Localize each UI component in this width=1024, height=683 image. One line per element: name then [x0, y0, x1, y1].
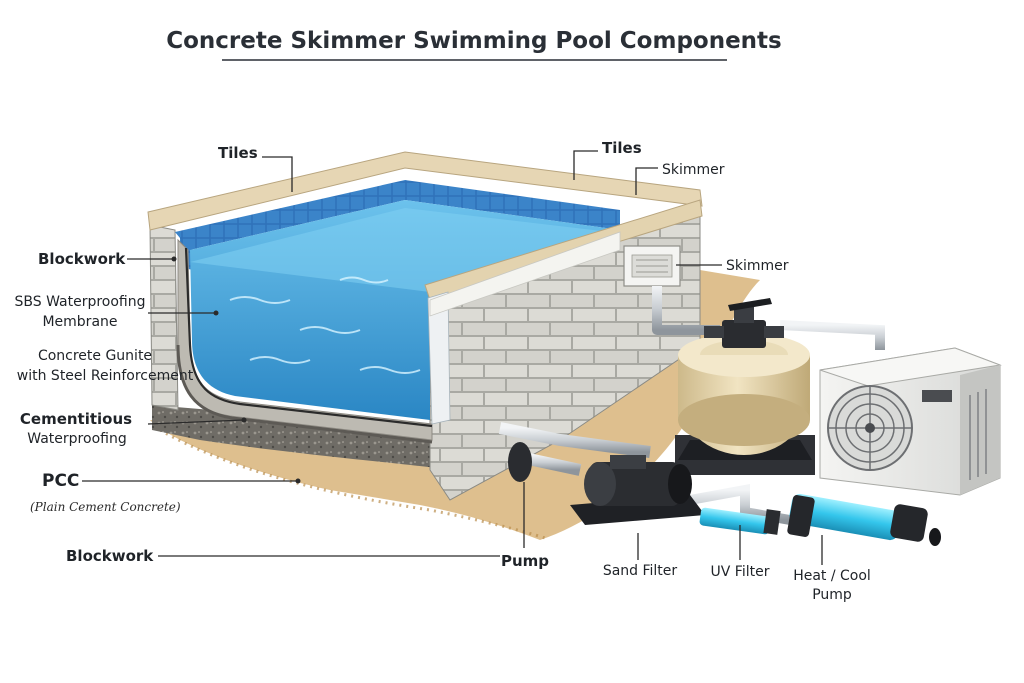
front-tile-strip [427, 291, 451, 425]
label-blockwork-upper: Blockwork [38, 250, 126, 268]
label-sand-filter: Sand Filter [603, 563, 678, 579]
label-skimmer-mid: Skimmer [726, 258, 789, 274]
heat-cool-pump-tube [787, 493, 941, 546]
label-gunite-line1: Concrete Gunite [38, 348, 152, 364]
pool-pump [508, 442, 705, 525]
label-cementitious-line2: Waterproofing [27, 431, 126, 447]
label-uv-filter: UV Filter [711, 564, 770, 580]
fan-grille-icon [827, 385, 913, 471]
front-inner-tiles [429, 231, 621, 317]
sand-filter [675, 333, 815, 475]
coping-back [147, 151, 703, 231]
skimmer-box [623, 245, 681, 287]
sbs-membrane [184, 247, 433, 428]
water-surface [190, 208, 610, 292]
label-pump: Pump [501, 552, 549, 570]
label-sbs-line2: Membrane [42, 314, 117, 330]
left-block-wall [149, 224, 179, 411]
label-sbs-line1: SBS Waterproofing [14, 294, 145, 310]
label-cementitious-line1: Cementitious [20, 410, 132, 428]
multiport-valve-icon [704, 298, 784, 348]
leader-lines [82, 150, 823, 565]
heat-pump-unit [819, 347, 1002, 496]
back-wall-tiles [175, 180, 620, 250]
label-tiles-left: Tiles [218, 144, 258, 162]
label-heat-pump-line2: Pump [812, 587, 852, 603]
label-blockwork-lower: Blockwork [66, 547, 154, 565]
label-heat-pump-line1: Heat / Cool [793, 568, 871, 584]
diagram-title: Concrete Skimmer Swimming Pool Component… [166, 28, 782, 54]
label-tiles-right: Tiles [602, 139, 642, 157]
coping-front [424, 199, 703, 301]
water-ripples [229, 276, 421, 374]
label-pcc: PCC [42, 471, 79, 491]
label-skimmer-top: Skimmer [662, 162, 725, 178]
label-pcc-full: (Plain Cement Concrete) [30, 500, 181, 514]
uv-filter [699, 507, 781, 535]
label-gunite-line2: with Steel Reinforcement [17, 368, 194, 384]
cementitious-layer [176, 344, 433, 444]
